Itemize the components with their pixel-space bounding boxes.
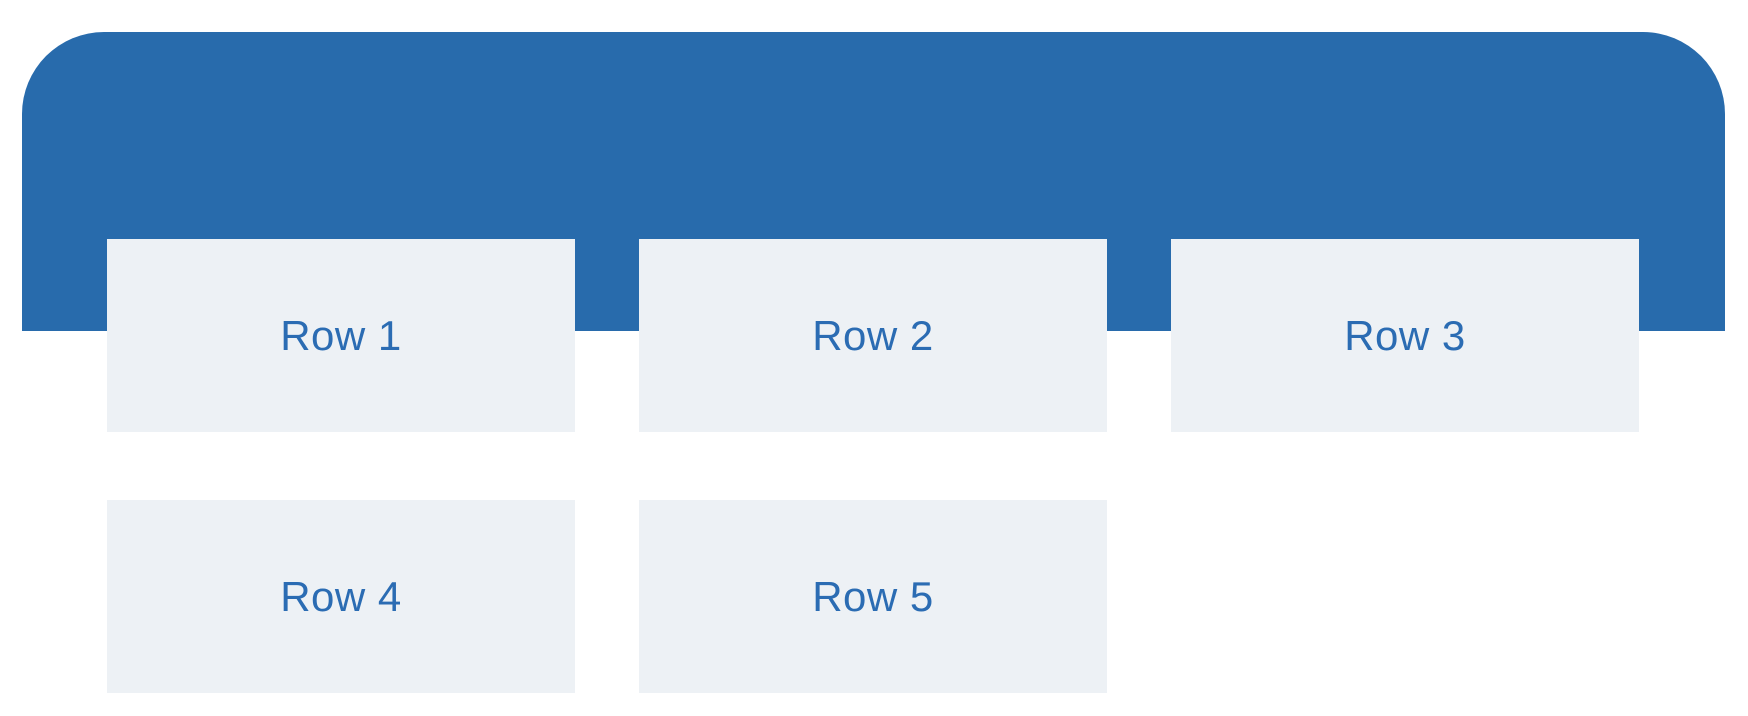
tile-row-2-label: Row 2 (812, 311, 934, 359)
tile-row-2[interactable]: Row 2 (639, 239, 1107, 432)
tile-row-3[interactable]: Row 3 (1171, 239, 1639, 432)
tile-row-4[interactable]: Row 4 (107, 500, 575, 693)
tile-row-1[interactable]: Row 1 (107, 239, 575, 432)
tile-row-5[interactable]: Row 5 (639, 500, 1107, 693)
tile-row-4-label: Row 4 (280, 572, 402, 620)
tile-row-1-label: Row 1 (280, 311, 402, 359)
tile-row-3-label: Row 3 (1344, 311, 1466, 359)
tile-row-5-label: Row 5 (812, 572, 934, 620)
